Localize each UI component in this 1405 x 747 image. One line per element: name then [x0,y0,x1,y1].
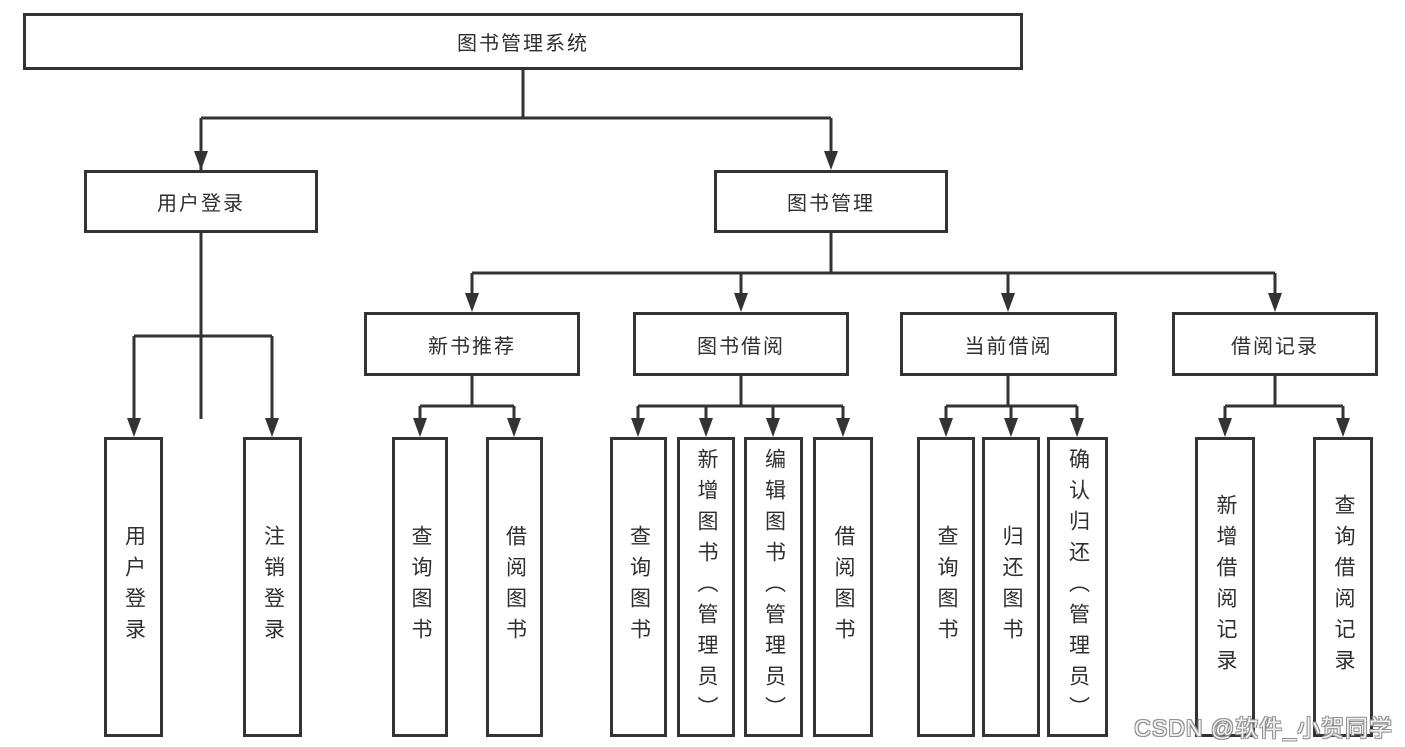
arrow-down-icon [631,418,645,437]
connector-borrow-record-split [1223,376,1345,419]
node-borrow-records: 借阅记录 [1172,312,1378,376]
arrow-down-icon [766,418,780,437]
arrow-down-icon [939,418,953,437]
connector-new-book-split [418,376,516,419]
connector-user-login-split [132,233,274,419]
node-query-borrow-record: 查询借阅记录 [1313,437,1373,737]
arrow-down-icon [734,293,748,312]
arrow-down-icon [413,418,427,437]
connector-root-to-level2 [199,69,833,419]
node-borrow-books-recommend: 借阅图书 [486,437,543,737]
node-borrow-books: 借阅图书 [813,437,873,737]
node-user-login: 用户登录 [84,170,318,233]
arrow-down-icon [507,418,521,437]
node-query-books-borrow: 查询图书 [610,437,667,737]
arrow-down-icon [465,293,479,312]
arrow-down-icon [836,418,850,437]
node-new-book-recommend: 新书推荐 [364,312,580,376]
arrow-down-icon [194,151,208,170]
arrow-down-icon [1218,418,1232,437]
arrow-down-icon [1336,418,1350,437]
node-query-books-current: 查询图书 [917,437,975,737]
arrow-down-icon [1004,418,1018,437]
node-book-borrow: 图书借阅 [633,312,849,376]
arrow-down-icon [1001,293,1015,312]
arrow-down-icon [265,418,279,437]
node-logout: 注销登录 [243,437,302,737]
connector-book-borrow-split [636,376,845,419]
arrow-down-icon [127,418,141,437]
node-current-borrow: 当前借阅 [900,312,1117,376]
node-confirm-return-admin: 确认归还（管理员） [1047,437,1108,737]
arrow-down-icon [1268,293,1282,312]
node-query-books-recommend: 查询图书 [392,437,448,737]
arrow-down-icon [1070,418,1084,437]
node-add-borrow-record: 新增借阅记录 [1195,437,1255,737]
watermark: CSDN @软件_小贺同学 [1134,715,1393,741]
node-login: 用户登录 [104,437,163,737]
node-root: 图书管理系统 [23,13,1023,70]
node-book-management: 图书管理 [714,170,948,233]
connector-book-mgmt-to-level3 [470,233,1277,294]
arrow-down-icon [824,151,838,170]
node-add-book-admin: 新增图书（管理员） [677,437,735,737]
connector-current-borrow-split [944,376,1079,419]
node-return-books: 归还图书 [982,437,1040,737]
arrow-down-icon [699,418,713,437]
node-edit-book-admin: 编辑图书（管理员） [744,437,803,737]
